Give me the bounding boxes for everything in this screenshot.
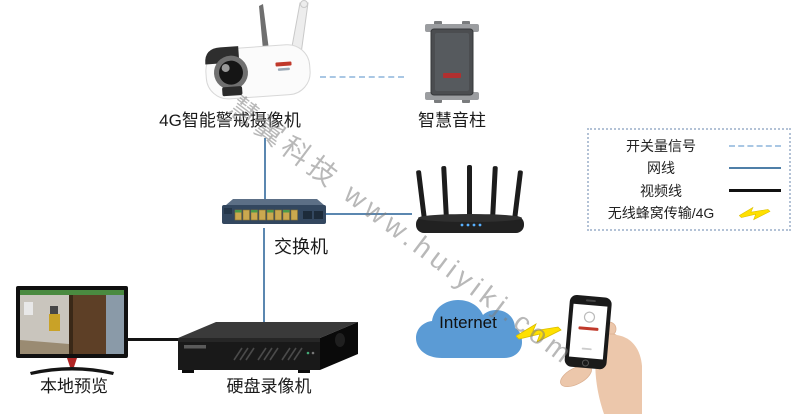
camera-speaker-signal-line: [320, 76, 404, 78]
speaker-device: [420, 20, 484, 109]
legend-item-label: 开关量信号: [626, 137, 696, 154]
cloud-icon: [416, 300, 522, 358]
monitor-label: 本地预览: [40, 377, 108, 396]
monitor-nvr-video-cable: [126, 338, 180, 341]
legend: 开关量信号 网线 视频线 无线蜂窝传输/4G: [587, 128, 791, 231]
phone-in-hand: [540, 284, 650, 414]
switch-device: [220, 196, 330, 235]
phone-hand-icon: [560, 294, 642, 414]
internet-label: Internet: [439, 313, 497, 332]
phone-icon: [564, 294, 612, 370]
monitor-icon: [16, 286, 128, 375]
legend-row: 网线: [595, 157, 783, 179]
speaker-icon: [425, 21, 479, 103]
camera-label: 4G智能警戒摄像机: [159, 111, 301, 130]
network-cable-line-sample: [729, 167, 781, 170]
router-icon: [416, 165, 524, 233]
switch-icon: [222, 199, 326, 224]
router-device: [410, 162, 530, 242]
legend-item-label: 无线蜂窝传输/4G: [607, 205, 715, 222]
camera-switch-network-cable: [264, 138, 266, 204]
switch-label: 交换机: [274, 237, 328, 257]
internet-cloud: [412, 292, 524, 371]
nvr-device: [170, 312, 365, 381]
lightning-4g-icon: [738, 206, 771, 221]
speaker-label: 智慧音柱: [418, 111, 486, 130]
legend-row: 开关量信号: [595, 135, 783, 157]
cloud-phone-lightning: [515, 322, 562, 349]
video-cable-line-sample: [729, 189, 781, 193]
nvr-label: 硬盘录像机: [226, 377, 312, 396]
legend-row: 视频线: [595, 180, 783, 202]
camera-icon: [205, 0, 311, 100]
lightning-bolt-icon: [515, 323, 562, 343]
camera-device: [190, 0, 320, 109]
switch-signal-line-sample: [729, 144, 781, 147]
legend-item-label: 网线: [647, 160, 675, 177]
switch-nvr-network-cable: [263, 228, 265, 322]
nvr-icon: [178, 322, 358, 373]
monitor-device: [14, 282, 132, 381]
switch-router-network-cable: [324, 213, 412, 215]
legend-item-label: 视频线: [640, 182, 682, 199]
legend-row: 无线蜂窝传输/4G: [595, 202, 783, 224]
